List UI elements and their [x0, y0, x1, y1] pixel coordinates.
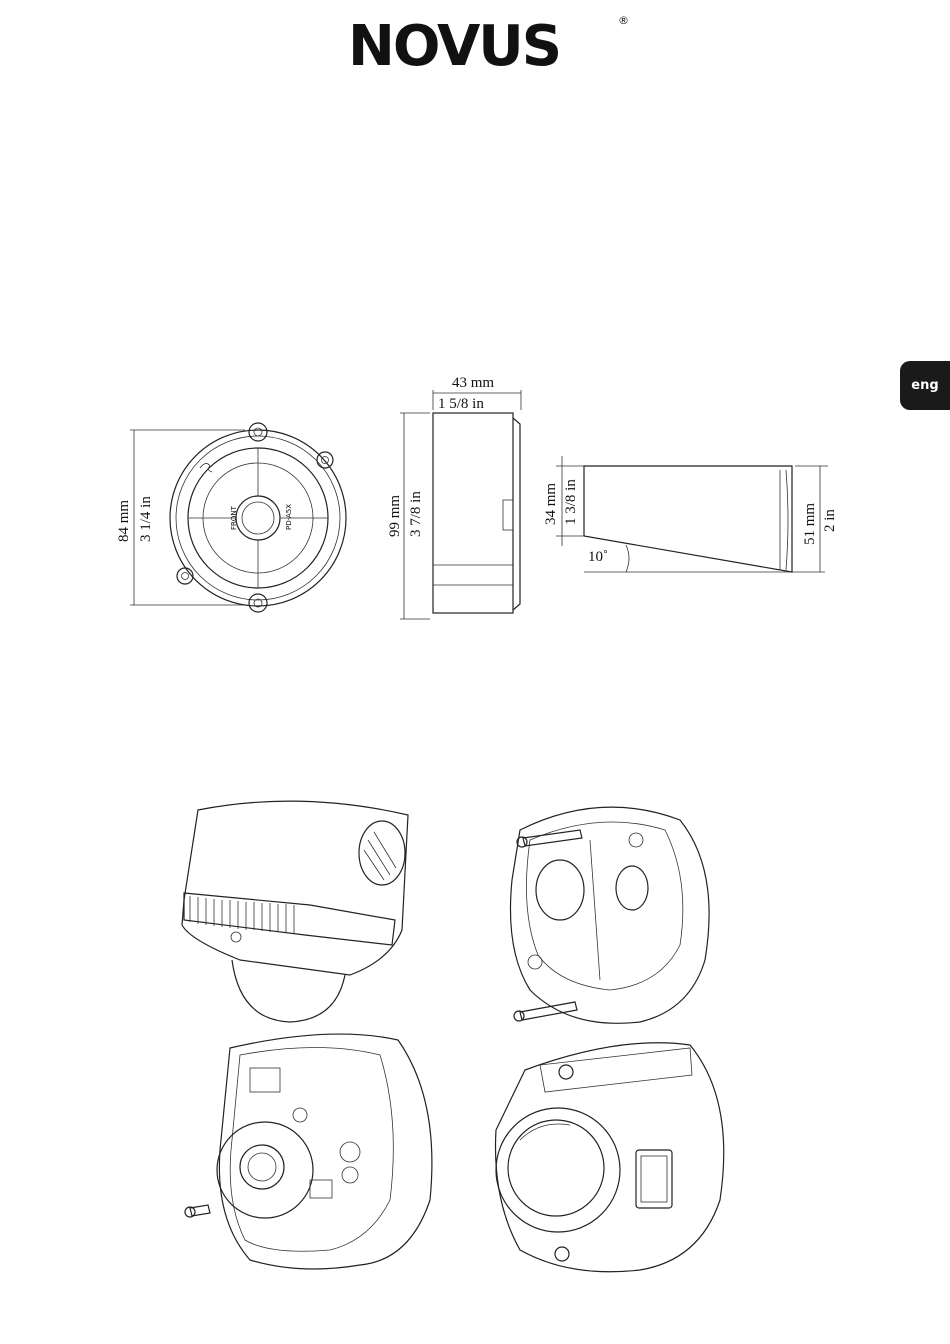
side-width-in: 1 5/8 in [438, 396, 484, 412]
front-label: FRONT [230, 505, 238, 530]
angled-low-in: 1 3/8 in [563, 479, 579, 525]
top-view-drawing: FRONT PD-A5X 84 mm 3 1/4 in [116, 423, 346, 612]
camera-on-angled-mount-drawing [182, 801, 408, 1022]
side-height-in: 3 7/8 in [408, 491, 424, 537]
angled-angle: 10˚ [588, 549, 608, 565]
closed-dome-camera-drawing [496, 1043, 724, 1272]
side-height-mm: 99 mm [387, 495, 403, 537]
side-width-mm: 43 mm [452, 375, 494, 391]
mounting-box-drawing [510, 807, 709, 1023]
angled-view-drawing: 34 mm 1 3/8 in 51 mm 2 in 10˚ [543, 456, 838, 572]
dome-label: PD-A5X [285, 504, 293, 530]
top-dim-in: 3 1/4 in [138, 496, 154, 542]
angled-low-mm: 34 mm [543, 483, 559, 525]
open-camera-drawing [185, 1034, 432, 1269]
side-view-drawing: 43 mm 1 5/8 in 99 mm 3 7/8 in [387, 375, 521, 619]
top-dim-mm: 84 mm [116, 500, 132, 542]
angled-high-in: 2 in [822, 509, 838, 532]
angled-high-mm: 51 mm [802, 503, 818, 545]
